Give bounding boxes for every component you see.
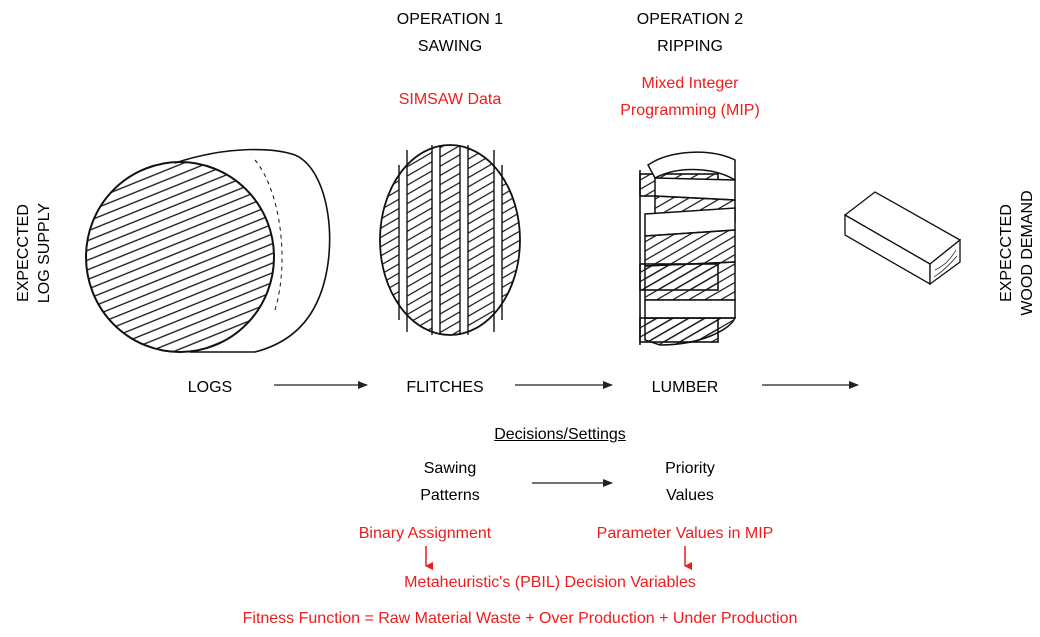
operation-1-name: SAWING (417, 38, 483, 55)
operation-2-method-line1: Mixed Integer (641, 75, 739, 92)
wood-piece-illustration (843, 191, 962, 286)
wood-demand-label: EXPECCTED WOOD DEMAND (996, 183, 1040, 323)
log-illustration (85, 148, 331, 353)
decision-variables-label: Metaheuristic's (PBIL) Decision Variable… (404, 574, 696, 591)
operation-2-method-line2: Programming (MIP) (620, 102, 760, 119)
flitches-illustration (379, 144, 521, 336)
wood-demand-line1: EXPECCTED (998, 204, 1015, 302)
parameter-values-label: Parameter Values in MIP (596, 525, 774, 542)
fitness-function: Fitness Function = Raw Material Waste + … (242, 610, 798, 627)
log-supply-line1: EXPECCTED (15, 204, 32, 302)
sawing-patterns-line2: Patterns (420, 487, 480, 504)
operation-1-title: OPERATION 1 (396, 11, 504, 28)
operation-2-name: RIPPING (657, 38, 723, 55)
lumber-label: LUMBER (651, 379, 719, 396)
logs-label: LOGS (187, 379, 233, 396)
priority-values-line1: Priority (665, 460, 715, 477)
decisions-heading: Decisions/Settings (494, 426, 626, 443)
operation-1-method: SIMSAW Data (398, 91, 502, 108)
wood-demand-line2: WOOD DEMAND (1019, 190, 1036, 316)
priority-values-line2: Values (666, 487, 714, 504)
binary-assignment-label: Binary Assignment (358, 525, 492, 542)
flitches-label: FLITCHES (406, 379, 484, 396)
log-supply-line2: LOG SUPPLY (36, 202, 53, 304)
operation-2-title: OPERATION 2 (636, 11, 744, 28)
sawing-patterns-line1: Sawing (423, 460, 477, 477)
log-supply-label: EXPECCTED LOG SUPPLY (13, 183, 57, 323)
lumber-illustration (639, 151, 737, 346)
